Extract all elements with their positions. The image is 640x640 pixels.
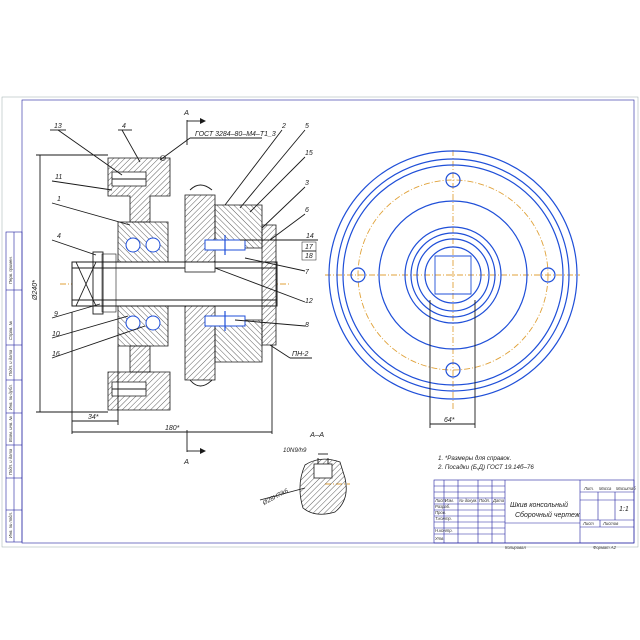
dim-len-small: 34* [88, 414, 99, 421]
callout-4-left: 4 [57, 233, 61, 240]
callout-18: 18 [305, 253, 313, 260]
callout-3: 3 [305, 180, 309, 187]
side-strip-label-2: Подп. и дата [8, 349, 13, 376]
dim-section-top: 10N9/h9 [283, 447, 307, 454]
section-marks: А А [183, 108, 206, 466]
tb-sheets: Листов [602, 521, 619, 526]
side-strip-label-3: Инв. № дубл. [8, 384, 13, 410]
callout-15: 15 [305, 150, 313, 157]
side-strip: Перв. примен. Справ. № Подп. и дата Инв.… [5, 231, 23, 543]
callout-2: 2 [281, 123, 286, 130]
callout-10: 10 [52, 331, 60, 338]
dim-section-left: Ø28H7/k6 [261, 487, 290, 507]
tb-mass: Масса [599, 486, 612, 491]
callout-17: 17 [305, 244, 314, 251]
side-strip-label-5: Подп. и дата [8, 448, 13, 475]
callout-6: 6 [305, 207, 309, 214]
tb-row-razrab: Разраб. [435, 504, 450, 509]
side-strip-label-6: Инв. № подл. [8, 512, 13, 538]
tb-title-2: Сборочный чертеж [515, 511, 581, 519]
section-mark-bottom: А [183, 457, 189, 466]
tb-lit: Лит. [583, 486, 594, 491]
callout-12: 12 [305, 298, 313, 305]
callout-9: 9 [54, 311, 58, 318]
section-mark-top: А [183, 108, 189, 117]
tb-scale: Масштаб [616, 486, 636, 491]
main-view-dimensions: Ø240* 34* 180* [32, 154, 273, 434]
dim-len-long: 180* [165, 425, 180, 432]
technical-notes: 1. *Размеры для справок. 2. Посадки (Б,Д… [437, 455, 534, 471]
title-block: Изм. Лист № докум. Подп. Дата Разраб. Пр… [433, 479, 636, 550]
tb-row-prov: Пров. [435, 510, 446, 515]
note-1: 1. *Размеры для справок. [438, 455, 511, 462]
callout-16: 16 [52, 351, 60, 358]
callout-8: 8 [305, 322, 309, 329]
side-strip-label-0: Перв. примен. [8, 256, 13, 284]
callout-11: 11 [55, 174, 62, 181]
callout-4-top: 4 [122, 123, 126, 130]
side-strip-label-4: Взам. инв. № [8, 416, 13, 442]
tb-sheet: Лист [582, 521, 594, 526]
tb-row-tkontr: Т.контр. [435, 516, 452, 521]
end-view: 64* [325, 150, 580, 428]
tb-format: Формат А2 [593, 545, 617, 550]
callout-1: 1 [57, 196, 61, 203]
tb-row-nkontr: Н.контр. [435, 528, 453, 533]
section-title: А–А [309, 430, 324, 439]
callout-7: 7 [305, 269, 310, 276]
fit-ref: ПН-2 [292, 351, 308, 358]
tb-row-izm: Изм. [445, 498, 454, 503]
side-strip-label-1: Справ. № [8, 321, 13, 340]
callout-5: 5 [305, 123, 309, 130]
main-section-view [60, 157, 290, 411]
tb-row-sign: Подп. [479, 498, 490, 503]
standard-ref: ГОСТ 3284–80–М4–Т1_3 [195, 131, 276, 138]
section-a-a: А–А 10N9/h9 Ø28H7/k6 [259, 430, 350, 515]
note-2: 2. Посадки (Б,Д) ГОСТ 19.14б–76 [437, 464, 534, 471]
tb-row-list: Лист [434, 498, 446, 503]
tb-row-date: Дата [492, 498, 505, 503]
callout-13: 13 [54, 123, 62, 130]
tb-scale-value: 1:1 [619, 506, 629, 513]
tb-title-1: Шкив консольный [510, 501, 568, 509]
dim-diameter: Ø240* [32, 280, 39, 301]
tb-copied: Копировал [505, 545, 526, 550]
callouts: 13 4 11 1 4 9 10 16 ГОСТ 3284–80–М4–Т1_3… [50, 123, 318, 359]
tb-row-doc: № докум. [459, 498, 477, 503]
dim-right-bottom: 64* [444, 417, 455, 424]
callout-14: 14 [306, 233, 314, 240]
tb-row-utv: Утв. [435, 536, 445, 541]
